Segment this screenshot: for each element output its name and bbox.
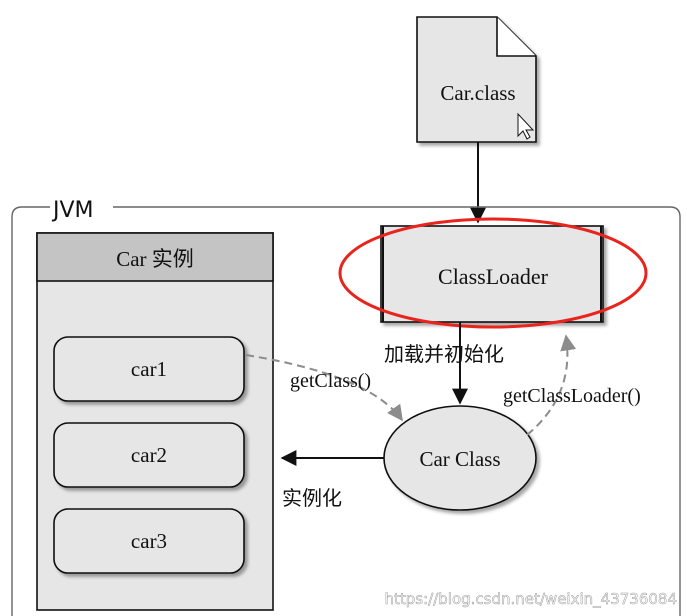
- instance-car3-label: car3: [131, 529, 167, 553]
- car-instances-panel: Car 实例 car1 car2 car3: [36, 232, 274, 611]
- instance-car1: car1: [53, 336, 245, 402]
- instance-car3: car3: [53, 508, 245, 574]
- car-instances-header: [36, 232, 274, 282]
- car-class-file-label: Car.class: [440, 81, 515, 105]
- instance-car2-label: car2: [131, 443, 167, 467]
- classloader-box: ClassLoader: [380, 225, 604, 323]
- get-classloader-arrow: [526, 334, 577, 436]
- car-class-file: Car.class: [416, 16, 537, 143]
- get-class-arrow: [245, 354, 403, 422]
- get-class-label: getClass(): [290, 370, 371, 392]
- car-instances-title: Car 实例: [116, 247, 194, 271]
- load-init-label: 加载并初始化: [384, 342, 504, 366]
- jvm-label: JVM: [51, 198, 94, 223]
- get-classloader-label: getClassLoader(): [503, 385, 641, 407]
- classloader-label: ClassLoader: [438, 264, 549, 289]
- instance-car2: car2: [53, 422, 245, 488]
- car-class-label: Car Class: [419, 447, 500, 471]
- watermark: https://blog.csdn.net/weixin_43736084: [384, 590, 677, 609]
- cursor-icon: [517, 112, 535, 140]
- jvm-container: JVM: [11, 198, 681, 616]
- instantiate-label: 实例化: [282, 486, 342, 510]
- instance-car1-label: car1: [131, 357, 167, 381]
- car-class-node: Car Class: [383, 405, 537, 511]
- classloader-highlight-ellipse: [338, 217, 648, 329]
